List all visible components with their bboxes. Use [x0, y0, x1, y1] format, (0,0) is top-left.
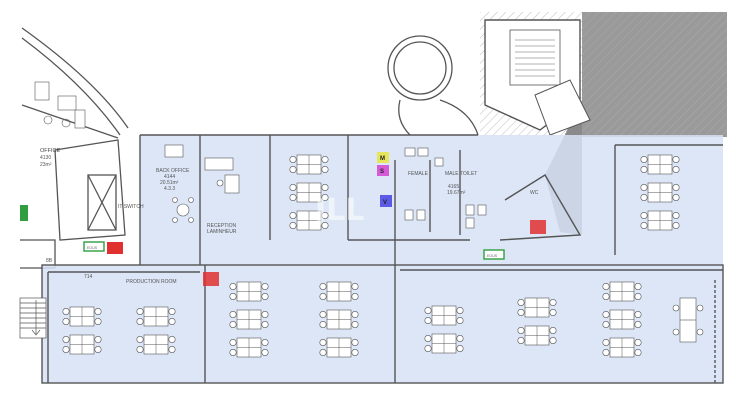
m-badge [377, 152, 389, 163]
male-toilet-area: 19.67m² [447, 190, 466, 196]
office-area: 23m² [40, 162, 52, 168]
fire-marker-center [203, 272, 219, 286]
exit-sign-right [483, 249, 505, 260]
watermark: JLL [313, 193, 364, 228]
fire-marker-right [530, 220, 546, 234]
m-badge-label: M [380, 156, 385, 162]
single-desk-right [672, 297, 704, 343]
male-toilet-number: 4165 [448, 184, 459, 190]
stairs-left [19, 297, 47, 339]
production-room-label: PRODUCTION ROOM [126, 279, 177, 285]
reception-sub: LAMINHEUR [207, 229, 237, 235]
wc-label: WC [530, 190, 539, 196]
v-badge-label: V [383, 200, 387, 206]
left-wing [20, 27, 129, 269]
exit-sign-left-label: EGUS [87, 246, 98, 250]
fire-marker-left [107, 242, 123, 254]
it-switch-label: IT-SWITCH [118, 204, 144, 210]
exit-marker-far-left [20, 205, 28, 221]
room-8b-label: 8B [46, 258, 53, 264]
female-label: FEMALE [408, 171, 429, 177]
s-badge-label: S [380, 169, 384, 175]
back-office-furniture [164, 144, 240, 223]
office-label: OFFICE [40, 148, 60, 154]
back-office-code: 4.3.3 [164, 186, 175, 192]
room-714-label: 714 [84, 274, 93, 280]
exit-sign-left [83, 241, 105, 252]
back-office-number: 4144 [164, 174, 175, 180]
office-number: 4130 [40, 155, 51, 161]
reception-label: RECEPTION [207, 223, 237, 229]
exit-sign-right-label: EGUS [487, 254, 498, 258]
curved-lobby [387, 35, 479, 136]
s-badge [377, 165, 389, 176]
back-office-area: 20.51m² [160, 180, 179, 186]
toilet-fixtures [404, 147, 487, 229]
male-toilet-label: MALE TOILET [445, 171, 477, 177]
v-badge [380, 195, 392, 207]
back-office-label: BACK OFFICE [156, 168, 190, 174]
